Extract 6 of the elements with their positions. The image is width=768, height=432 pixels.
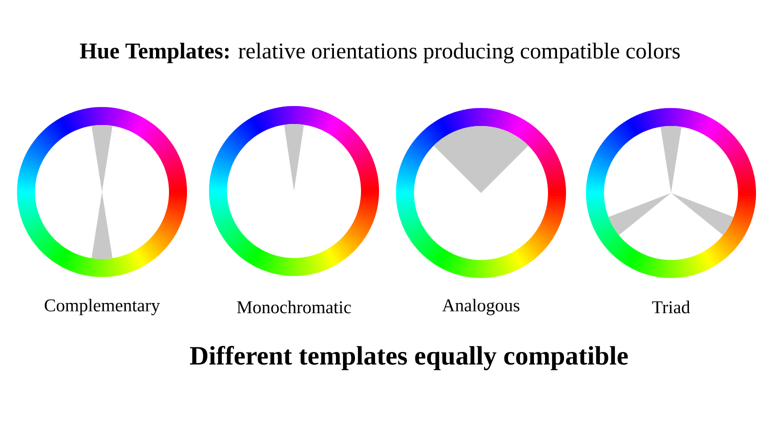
- caption: Different templates equally compatible: [190, 346, 628, 370]
- wheel-label: Complementary: [44, 298, 160, 316]
- wheel-label: Analogous: [442, 298, 520, 316]
- title: Hue Templates: relative orientations producing compatible colors: [80, 42, 680, 64]
- wheel-label: Monochromatic: [237, 300, 351, 314]
- wheel-label: Triad: [652, 300, 690, 314]
